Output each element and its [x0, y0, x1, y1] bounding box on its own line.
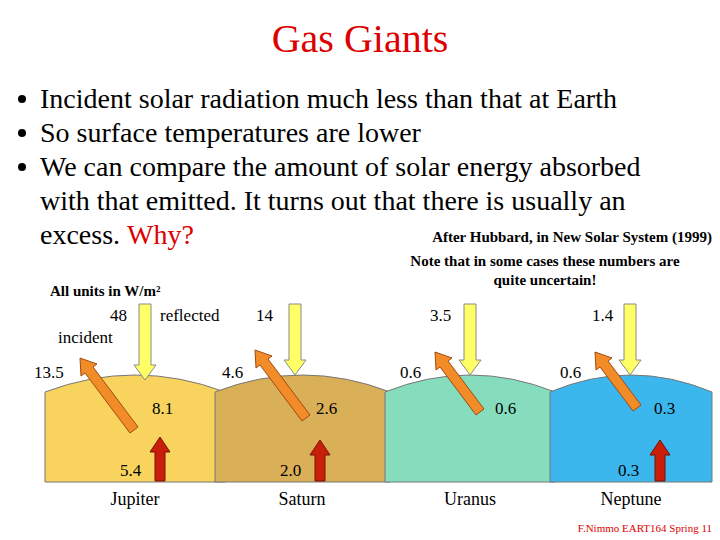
text-anchor: 0.3 — [654, 399, 675, 419]
label-anchor: After Hubbard, in New Solar System (1999… — [432, 228, 712, 246]
label-anchor: All units in W/m² — [50, 282, 161, 300]
emitted-arrow — [595, 352, 641, 411]
flux-label: reflected — [160, 306, 219, 326]
label-anchor: So surface temperatures are lower — [40, 116, 670, 150]
flux-value: 4.6 — [222, 363, 243, 383]
label-anchor: Incident solar radiation much less than … — [40, 82, 670, 116]
flux-value: 3.5 — [430, 306, 451, 326]
label-anchor: reflected — [160, 306, 219, 326]
units-note: All units in W/m² — [50, 282, 161, 300]
planet-name: Saturn — [279, 489, 326, 509]
flux-value: 0.6 — [560, 363, 581, 383]
internal-heat-arrow — [150, 437, 170, 481]
incident-arrow — [134, 304, 156, 380]
planet-name: Uranus — [444, 489, 496, 509]
text-anchor: Uranus — [444, 489, 496, 509]
flux-value: 1.4 — [592, 306, 613, 326]
label-anchor: 1.4 — [592, 306, 613, 326]
text-anchor: 2.0 — [280, 461, 301, 481]
planet-panel: 8.1 5.4Jupiter — [45, 355, 225, 515]
incident-arrow — [459, 304, 481, 375]
label-anchor: incident — [58, 328, 113, 348]
internal-heat-arrow — [310, 440, 330, 481]
flux-value: 2.6 — [316, 399, 337, 419]
label-anchor: 0.6 — [560, 363, 581, 383]
planet-name: Neptune — [601, 489, 662, 509]
emitted-arrow — [435, 352, 484, 415]
internal-heat-arrows — [150, 437, 670, 481]
text-anchor: Saturn — [279, 489, 326, 509]
label-anchor: 13.5 — [34, 363, 64, 383]
emitted-arrow — [80, 358, 138, 433]
label-anchor: 0.6 — [400, 363, 421, 383]
flux-value: 5.4 — [120, 461, 141, 481]
label-anchor: 14 — [256, 306, 273, 326]
flux-value: 0.6 — [400, 363, 421, 383]
label-anchor: 4.6 — [222, 363, 243, 383]
flux-value: 2.0 — [280, 461, 301, 481]
planet-body — [215, 375, 390, 482]
text-anchor: 2.6 — [316, 399, 337, 419]
flux-label: incident — [58, 328, 113, 348]
text-anchor: 8.1 — [152, 399, 173, 419]
title-anchor: Gas Giants — [272, 16, 449, 62]
flux-value: 0.3 — [654, 399, 675, 419]
slide-title: Gas Giants — [272, 16, 449, 62]
bullet-dot — [18, 95, 26, 103]
credit-line: F.Nimmo EART164 Spring 11 — [578, 522, 712, 535]
internal-heat-arrow — [650, 440, 670, 481]
emitted-arrow — [255, 350, 310, 421]
label-anchor: 3.5 — [430, 306, 451, 326]
caveat-note: Note that in some cases these numbers ar… — [401, 252, 689, 290]
bullet-dot — [18, 163, 26, 171]
flux-value: 0.3 — [618, 461, 639, 481]
bullet-dot — [18, 129, 26, 137]
text-anchor: 0.6 — [495, 399, 516, 419]
bullet-text: So surface temperatures are lower — [40, 116, 670, 150]
text-anchor: Neptune — [601, 489, 662, 509]
emitted-arrows — [80, 350, 641, 433]
planet-name: Jupiter — [111, 489, 160, 509]
label-anchor: Note that in some cases these numbers ar… — [401, 252, 689, 290]
text-anchor: Jupiter — [111, 489, 160, 509]
flux-value: 48 — [110, 306, 127, 326]
bullet-emphasis: Why? — [127, 219, 194, 250]
label-anchor: F.Nimmo EART164 Spring 11 — [578, 522, 712, 535]
flux-value: 14 — [256, 306, 273, 326]
bullets — [18, 95, 26, 171]
incident-arrow — [619, 304, 641, 375]
bullet-text: Incident solar radiation much less than … — [40, 82, 670, 116]
flux-value: 13.5 — [34, 363, 64, 383]
label-anchor: 48 — [110, 306, 127, 326]
text-anchor: 0.3 — [618, 461, 639, 481]
flux-value: 0.6 — [495, 399, 516, 419]
flux-value: 8.1 — [152, 399, 173, 419]
source-note: After Hubbard, in New Solar System (1999… — [432, 228, 712, 246]
text-anchor: 5.4 — [120, 461, 141, 481]
incident-arrow — [284, 304, 306, 375]
